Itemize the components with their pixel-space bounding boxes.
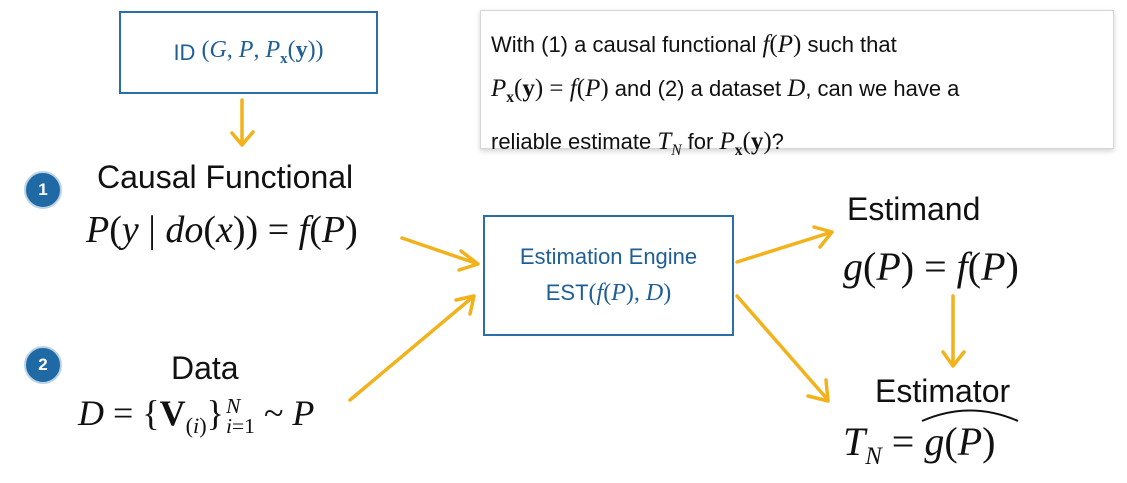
id-label: ID	[173, 39, 196, 65]
arrow-engine-to-estimand	[735, 225, 834, 264]
step-2-badge: 2	[24, 346, 62, 384]
arrow-id-to-functional	[230, 98, 255, 147]
identification-box: ID (G, P, Px(y))	[119, 11, 378, 94]
question-line-3: reliable estimate TN for Px(y)?	[491, 128, 784, 159]
estimand-title: Estimand	[847, 191, 981, 227]
id-args: (G, P, Px(y))	[201, 37, 324, 67]
causal-functional-title: Causal Functional	[97, 159, 354, 195]
estimator-formula: TN = g(P)	[843, 409, 1019, 471]
hat-accent	[921, 409, 1019, 422]
causal-functional-formula: P(y | do(x)) = f(P)	[86, 209, 358, 251]
question-card: With (1) a causal functional f(P) such t…	[480, 10, 1114, 159]
arrow-engine-to-estimator	[735, 294, 830, 403]
question-line-2: Px(y) = f(P) and (2) a dataset D, can we…	[491, 75, 960, 106]
estimation-engine-title: Estimation Engine	[519, 244, 698, 269]
arrow-functional-to-engine	[400, 236, 480, 272]
step-1-badge: 1	[24, 171, 62, 209]
estimator-title: Estimator	[875, 373, 1011, 409]
question-line-1: With (1) a causal functional f(P) such t…	[491, 31, 897, 58]
estimand-formula: g(P) = f(P)	[843, 244, 1019, 289]
arrow-estimand-to-estimator	[941, 294, 966, 368]
arrow-data-to-engine	[348, 294, 476, 402]
data-title: Data	[171, 350, 239, 386]
estimation-engine-formula: EST(f(P), D)	[545, 280, 672, 306]
estimation-engine-box: Estimation Engine EST(f(P), D)	[483, 215, 734, 336]
